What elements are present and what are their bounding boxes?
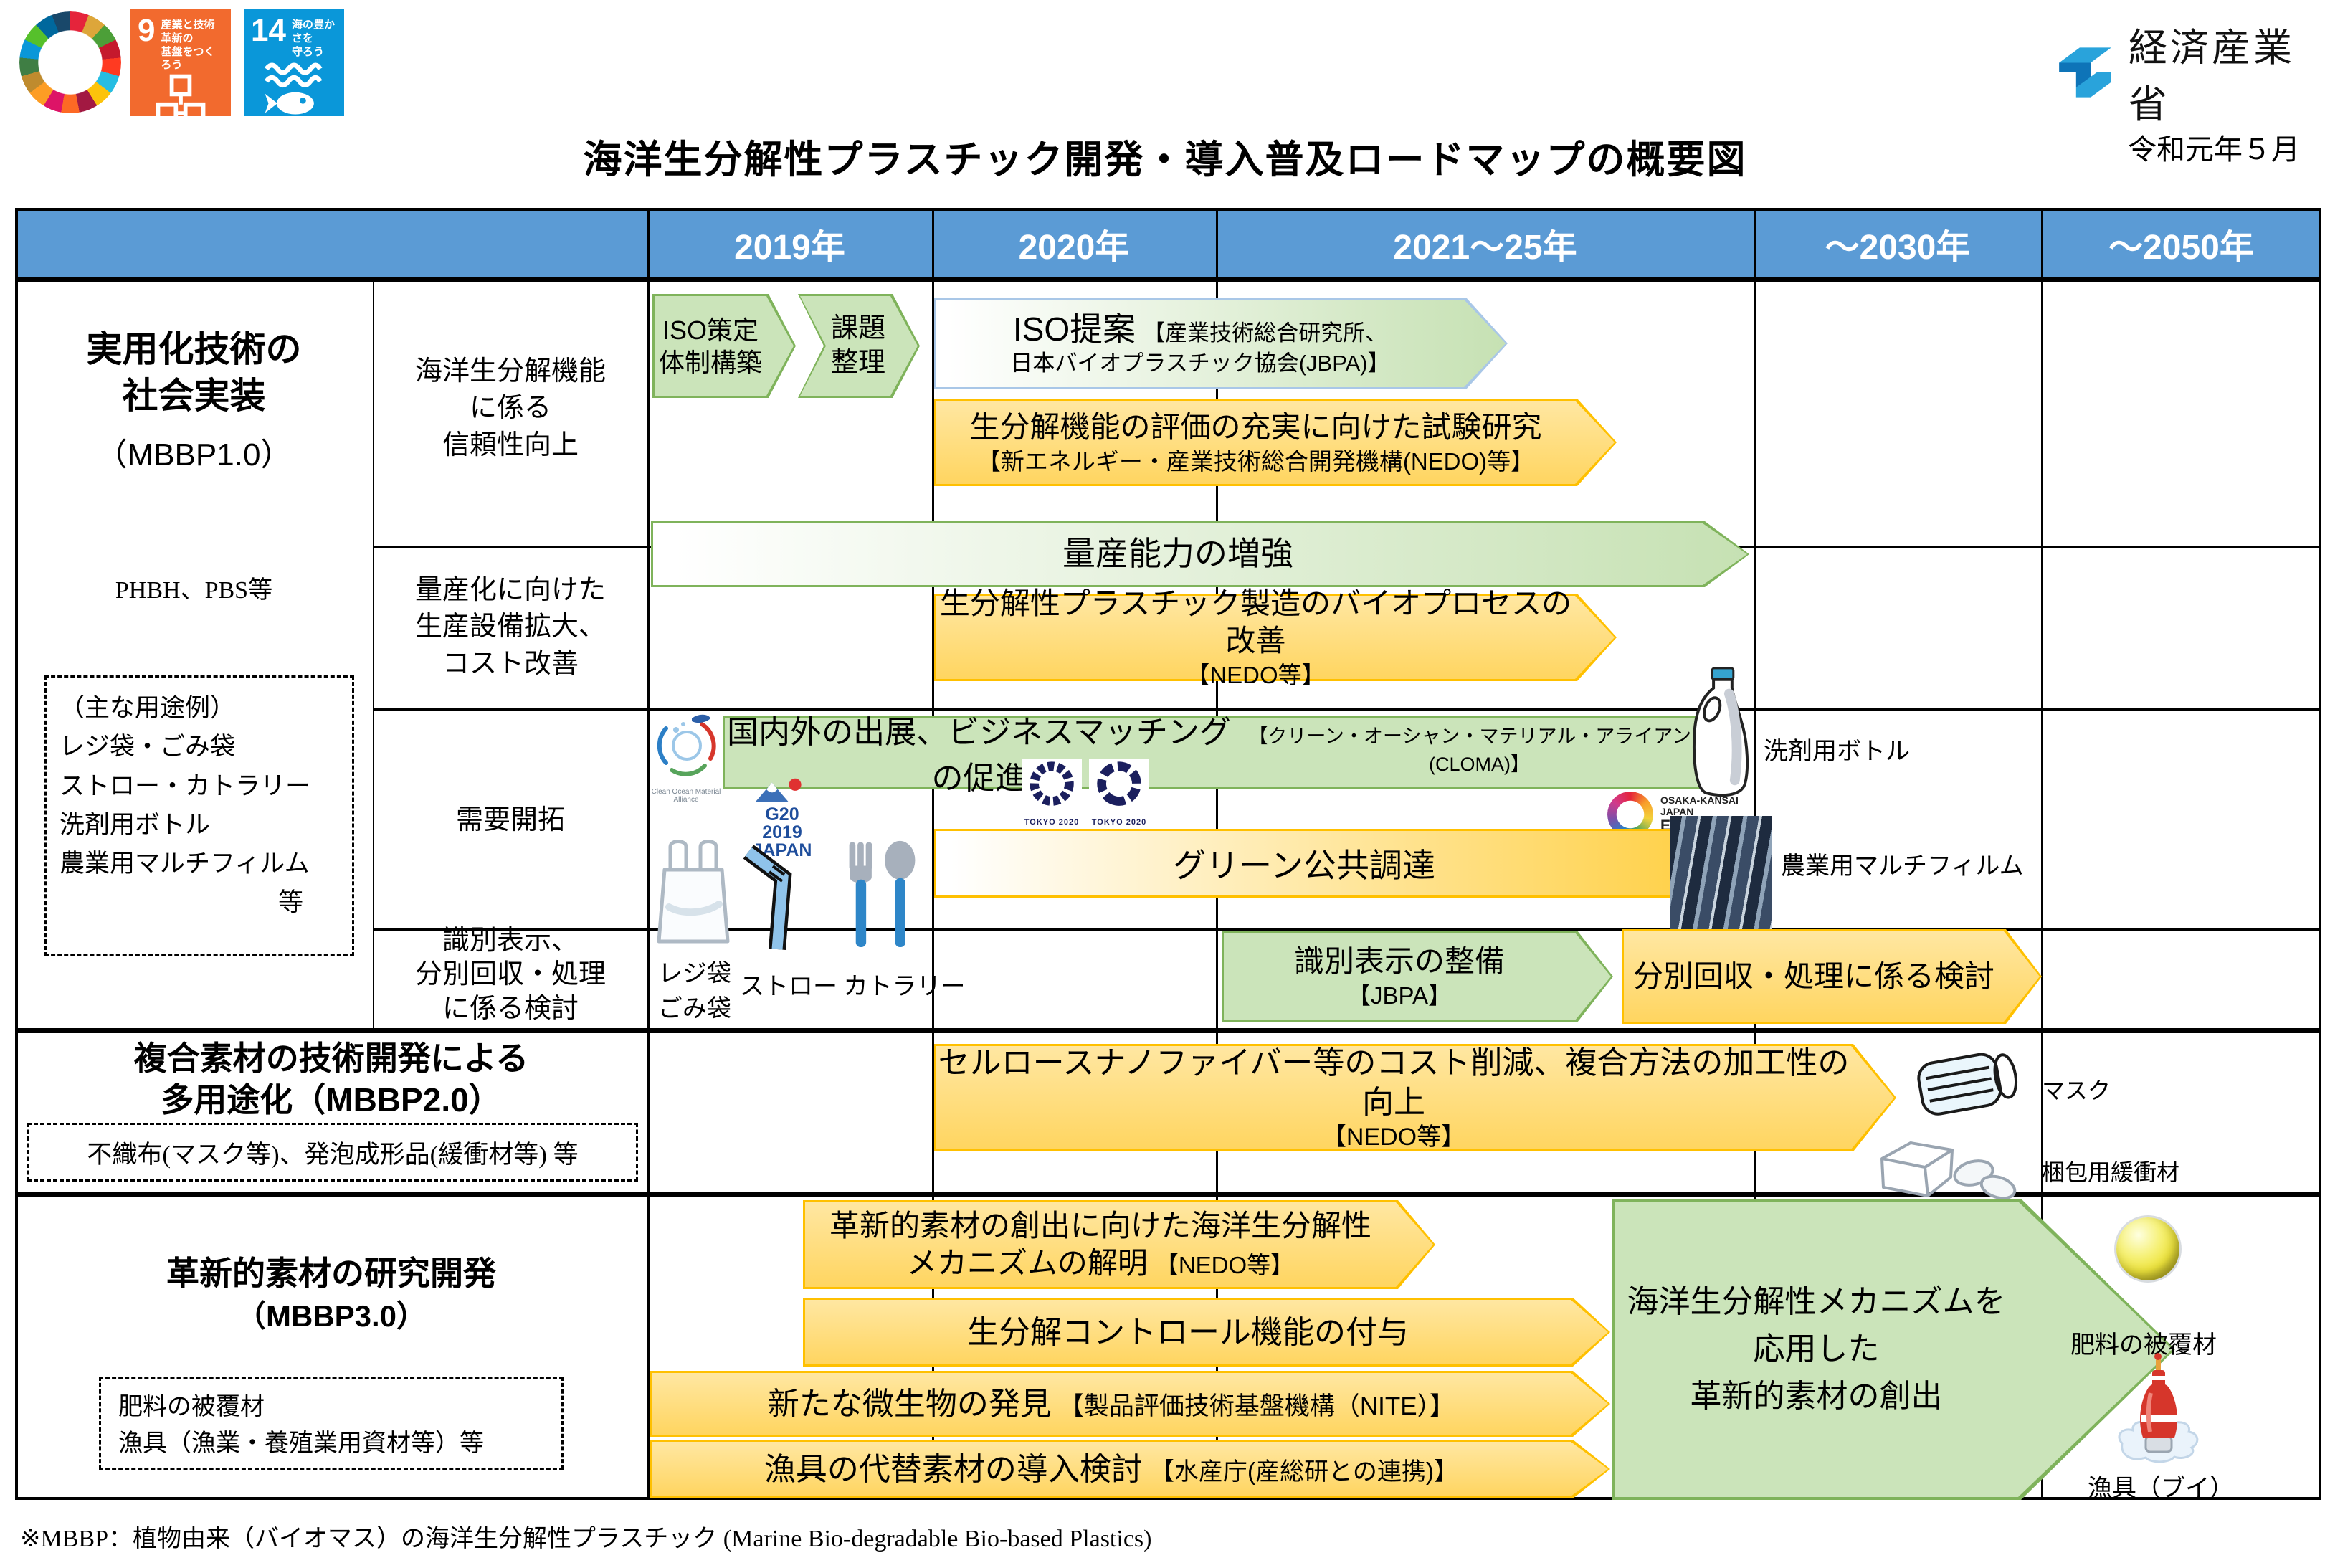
row-label-production: 量産化に向けた 生産設備拡大、 コスト改善	[414, 575, 606, 679]
col-header-2020: 2020年	[1018, 229, 1130, 267]
cutlery-icon	[849, 840, 916, 947]
bar-new-microorganisms: 新たな微生物の発見 【製品評価技術基盤機構（NITE）】	[650, 1371, 1610, 1437]
col-header-2030: ～2030年	[1825, 229, 1971, 267]
bag-label: レジ袋 ごみ袋	[658, 961, 731, 1022]
sdg-goal14-tile: 14 海の豊かさを 守ろう	[244, 9, 344, 116]
bar-fishing-gear-alternative: 漁具の代替素材の導入検討 【水産庁(産総研との連携)】	[650, 1440, 1610, 1498]
sdg9-label: 産業と技術革新の 基盤をつくろう	[161, 19, 215, 72]
bar-sorting-collection: 分別回収・処理に係る検討	[1622, 929, 2042, 1024]
section1-usecase-box: （主な用途例） レジ袋・ごみ袋 ストロー・カトラリー 洗剤用ボトル 農業用マルチ…	[44, 675, 354, 956]
row-label-reliability: 海洋生分解機能 に係る 信頼性向上	[414, 356, 606, 460]
grid-line	[15, 277, 2321, 282]
bar-biodegradation-control: 生分解コントロール機能の付与	[803, 1298, 1610, 1367]
meti-logo: 経済産業省	[2052, 16, 2330, 129]
cloma-swirl-icon	[657, 714, 716, 776]
document-date: 令和元年５月	[2128, 134, 2300, 166]
bar-innovative-materials-creation: 海洋生分解性メカニズムを応用した 革新的素材の創出	[1612, 1199, 2175, 1500]
col-header-2021-25: 2021～25年	[1393, 229, 1577, 267]
sea-fish-icon	[251, 59, 337, 119]
cushion-label: 梱包用緩衝材	[2042, 1159, 2180, 1185]
page-title: 海洋生分解性プラスチック開発・導入普及ロードマップの概要図	[583, 138, 1747, 181]
bar-mechanism-elucidation: 革新的素材の創出に向けた海洋生分解性 メカニズムの解明 【NEDO等】	[803, 1200, 1435, 1289]
grid-line	[15, 1028, 2321, 1033]
plastic-bag-icon	[657, 840, 730, 944]
buoy-label: 漁具（ブイ）	[2088, 1476, 2234, 1502]
bar-issue-sorting: 課題 整理	[798, 294, 920, 398]
meti-name: 経済産業省	[2129, 27, 2296, 126]
bar-mass-production: 量産能力の増強	[651, 521, 1749, 587]
section3-usecase-box: 肥料の被覆材 漁具（漁業・養殖業用資材等）等	[99, 1377, 564, 1470]
table-frame	[15, 208, 2321, 1500]
grid-line	[2041, 208, 2043, 1500]
tokyo2020-olympic-logo: TOKYO 2020	[1022, 759, 1082, 827]
mulch-film-photo	[1670, 816, 1772, 934]
sdg14-number: 14	[251, 13, 286, 48]
bar-green-procurement: グリーン公共調達	[934, 829, 1674, 898]
row-label-demand: 需要開拓	[455, 805, 565, 836]
detergent-bottle-label: 洗剤用ボトル	[1764, 738, 1910, 765]
section3-title: 革新的素材の研究開発	[166, 1255, 496, 1292]
fertilizer-label: 肥料の被覆材	[2070, 1332, 2217, 1359]
grid-line	[373, 281, 374, 1028]
fertilizer-coating-icon	[2116, 1217, 2179, 1280]
sdg9-number: 9	[138, 13, 156, 48]
buoy-icon	[2118, 1353, 2199, 1463]
sdg14-label: 海の豊かさを 守ろう	[291, 19, 335, 58]
header-row	[18, 211, 2319, 277]
straw-cutlery-label: ストロー カトラリー	[740, 974, 966, 1000]
col-header-2019: 2019年	[734, 229, 845, 267]
bar-exhibition-matching: 国内外の出展、ビジネスマッチングの促進 【クリーン・オーシャン・マテリアル・アラ…	[723, 715, 1721, 796]
section1-title: 実用化技術の 社会実装	[86, 329, 302, 416]
bar-evaluation-research: 生分解機能の評価の充実に向けた試験研究 【新エネルギー・産業技術総合開発機構(N…	[934, 399, 1617, 486]
usecase-list: （主な用途例） レジ袋・ごみ袋 ストロー・カトラリー 洗剤用ボトル 農業用マルチ…	[60, 694, 311, 878]
mask-label: マスク	[2042, 1078, 2111, 1103]
bar-cellulose-nanofiber: セルロースナノファイバー等のコスト削減、複合方法の加工性の向上 【NEDO等】	[934, 1044, 1896, 1151]
tokyo2020-emblem-icon	[1097, 761, 1141, 806]
section2-usecase-box: 不織布(マスク等)、発泡成形品(緩衝材等) 等	[27, 1123, 638, 1182]
sdg-goal9-tile: 9 産業と技術革新の 基盤をつくろう	[130, 9, 231, 125]
bar-iso-organization: ISO策定 体制構築	[652, 294, 796, 398]
section3-subtitle: （MBBP3.0）	[235, 1299, 427, 1333]
tokyo2020-paralympic-logo: TOKYO 2020	[1089, 759, 1149, 827]
cloma-logo: Clean Ocean Material Alliance	[647, 708, 725, 804]
grid-line	[374, 708, 2321, 711]
mask-icon	[1917, 1053, 2018, 1116]
industry-cubes-icon	[138, 72, 224, 128]
usecase-etc: 等	[277, 888, 303, 917]
g20-2019-logo: G20 2019 JAPAN	[743, 776, 822, 860]
mulch-film-label: 農業用マルチフィルム	[1781, 853, 2024, 880]
g20-fuji-icon	[755, 778, 802, 802]
bar-labeling-system: 識別表示の整備 【JBPA】	[1222, 931, 1613, 1022]
cushion-icon	[1880, 1141, 2017, 1200]
section2-title: 複合素材の技術開発による 多用途化（MBBP2.0）	[133, 1040, 529, 1118]
bar-bioprocess: 生分解性プラスチック製造のバイオプロセスの改善 【NEDO等】	[934, 586, 1617, 688]
detergent-bottle-icon	[1693, 667, 1749, 797]
footnote: ※MBBP：植物由来（バイオマス）の海洋生分解性プラスチック (Marine B…	[20, 1526, 1152, 1552]
col-header-2050: ～2050年	[2108, 229, 2254, 267]
grid-line	[932, 208, 934, 1500]
row-label-labeling: 識別表示、 分別回収・処理 に係る検討	[414, 925, 606, 1024]
meti-mark-icon	[2059, 47, 2111, 98]
grid-line	[15, 1192, 2321, 1197]
grid-line	[647, 208, 650, 1500]
section1-materials: PHBH、PBS等	[115, 577, 273, 604]
sdg-wheel-logo	[19, 11, 121, 113]
grid-line	[374, 928, 2321, 931]
bar-iso-proposal: ISO提案 【産業技術総合研究所、 日本バイオプラスチック協会(JBPA)】	[934, 298, 1508, 389]
tokyo2020-emblem-icon	[1030, 761, 1074, 806]
section1-subtitle: （MBBP1.0）	[95, 437, 293, 472]
straw-icon	[743, 845, 792, 950]
